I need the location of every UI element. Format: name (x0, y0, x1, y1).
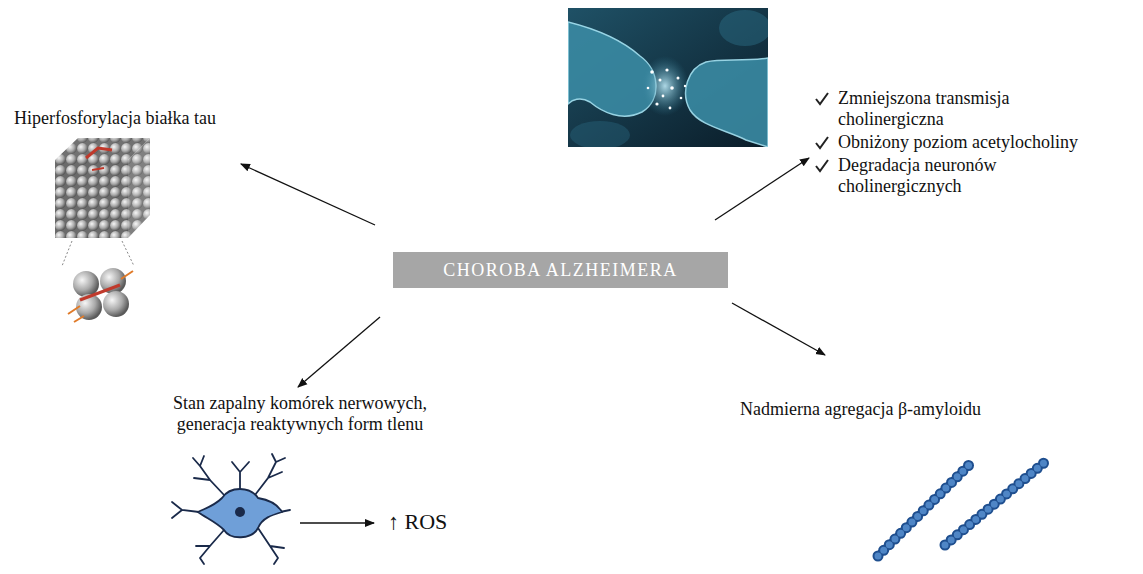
node-text: Stan zapalny komórek nerwowych, generacj… (140, 393, 460, 435)
text-row: Degradacja neuronów cholinergicznych (815, 155, 1082, 197)
text-row: Stan zapalny komórek nerwowych, generacj… (140, 393, 460, 435)
node-text: Degradacja neuronów cholinergicznych (838, 155, 1082, 197)
check-mark-path (816, 93, 828, 104)
check-list: Zmniejszona transmisja cholinergicznaObn… (815, 88, 1082, 199)
amyloid-fibrils (878, 462, 1045, 556)
node-text: Nadmierna agregacja β-amyloidu (740, 399, 981, 420)
arrow-connector (241, 164, 375, 225)
heading-text: Stan zapalny komórek nerwowych, generacj… (140, 393, 460, 435)
check-mark-path (816, 137, 828, 148)
check-mark (815, 136, 829, 150)
text-row: Obniżony poziom acetylocholiny (815, 132, 1082, 153)
text-row: Hiperfosforylacja białka tau (14, 108, 216, 129)
neuron-icon (172, 454, 374, 564)
node-text: Zmniejszona transmisja cholinergiczna (838, 88, 1082, 130)
synapse-picture (568, 8, 768, 147)
ros-label: ↑ ROS (388, 509, 447, 535)
central-box: CHOROBA ALZHEIMERA (393, 252, 728, 288)
check-mark-path (816, 160, 828, 171)
arrow-connector (298, 317, 380, 387)
check-mark (815, 159, 829, 173)
heading-text: Hiperfosforylacja białka tau (14, 108, 216, 129)
text-row: Zmniejszona transmisja cholinergiczna (815, 88, 1082, 130)
text-row: CHOROBA ALZHEIMERA (443, 260, 678, 281)
text-row: Nadmierna agregacja β-amyloidu (740, 399, 981, 420)
arrow-connector (732, 303, 825, 355)
heading-text: Nadmierna agregacja β-amyloidu (740, 399, 981, 420)
node-text: CHOROBA ALZHEIMERA (443, 260, 678, 281)
check-mark (815, 92, 829, 106)
node-text: Hiperfosforylacja białka tau (14, 108, 216, 129)
arrow-connector (715, 158, 809, 220)
node-text: Obniżony poziom acetylocholiny (838, 132, 1078, 153)
tau-illustration (55, 138, 150, 322)
